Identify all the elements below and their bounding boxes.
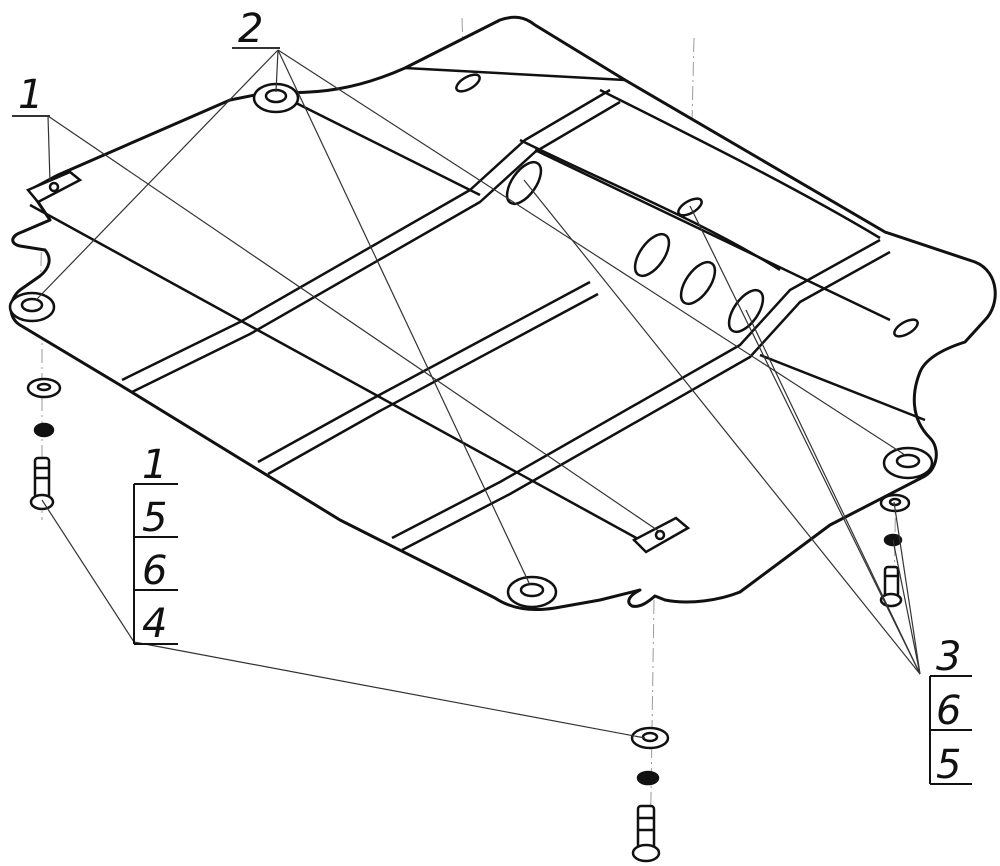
stack-right-item: 5 <box>936 742 961 788</box>
slot <box>633 232 671 278</box>
boss <box>882 446 934 480</box>
stack-right-table <box>929 675 972 785</box>
slot <box>505 160 543 206</box>
mounting-bosses <box>8 82 934 609</box>
stack-left-item: 4 <box>142 601 167 647</box>
stack-left-item: 6 <box>142 548 167 594</box>
bolt-left <box>29 456 55 511</box>
leader-lines <box>12 47 921 739</box>
stack-left-item: 1 <box>142 442 167 488</box>
boss <box>506 575 558 609</box>
washer-left <box>26 377 62 399</box>
slot <box>893 318 919 338</box>
callout-1: 1 <box>18 72 43 118</box>
plate-features <box>29 66 926 552</box>
slot <box>455 73 481 93</box>
slot <box>679 260 717 306</box>
boss <box>8 291 56 323</box>
boss <box>252 82 300 114</box>
washer-bottom <box>630 726 670 750</box>
bolt-bottom <box>631 804 661 863</box>
brackets <box>25 170 691 554</box>
stack-right-item: 3 <box>936 634 961 680</box>
stack-left-item: 5 <box>142 495 167 541</box>
callout-2: 2 <box>238 6 263 52</box>
stack-left-table <box>133 483 178 645</box>
lock-washer-bottom <box>636 770 660 786</box>
stack-right-item: 6 <box>936 688 961 734</box>
lock-washer-left <box>33 422 55 438</box>
